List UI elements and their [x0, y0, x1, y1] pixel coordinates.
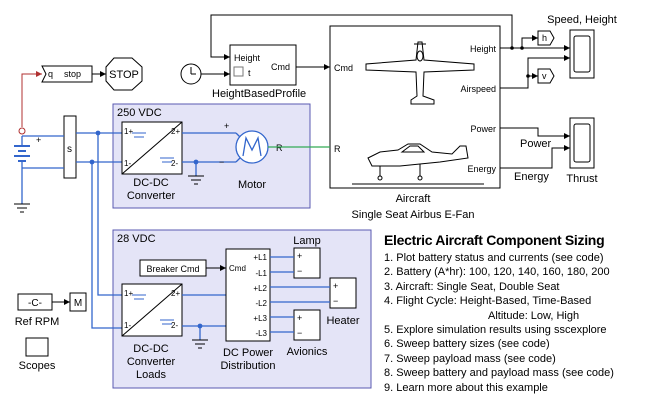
- motor-name: Motor: [238, 179, 266, 191]
- lamp-minus: −: [297, 266, 302, 276]
- scopes-name: Scopes: [19, 360, 56, 372]
- goto-v-label: v: [542, 71, 547, 81]
- motor-icon[interactable]: [235, 130, 269, 164]
- dist-port-label: -L2: [255, 299, 267, 308]
- notes-item-battery-sizes[interactable]: 2. Battery (A*hr): 100, 120, 140, 160, 1…: [384, 266, 610, 279]
- motor-plus-sign: +: [224, 121, 229, 131]
- dcdc-port-1minus: 1-: [124, 159, 131, 168]
- notes-item-sscexplore[interactable]: 5. Explore simulation results using ssce…: [384, 324, 607, 337]
- bus-250-label: 250 VDC: [117, 107, 162, 119]
- profile-in-height-label: Height: [234, 53, 261, 63]
- notes-item-sweep-both[interactable]: 8. Sweep battery and payload mass (see c…: [384, 367, 614, 380]
- ref-constant-value: -C-: [28, 298, 42, 309]
- energy-line-label: Energy: [514, 171, 549, 183]
- aircraft-topview-icon: [365, 41, 475, 105]
- goto-v-block[interactable]: [537, 68, 555, 84]
- sensor-s-label: s: [67, 144, 72, 155]
- dcdc-loads-port-1minus: 1-: [124, 321, 131, 330]
- avionics-minus: −: [297, 328, 302, 338]
- dist-port-label: +L3: [253, 314, 267, 323]
- aircraft-out-airspeed-label: Airspeed: [460, 84, 496, 94]
- goto-h-block[interactable]: [537, 30, 555, 46]
- lamp-block[interactable]: [293, 247, 321, 279]
- scope-speed-height-label: Speed, Height: [547, 14, 617, 26]
- dc-power-distribution-block[interactable]: [225, 248, 271, 342]
- notes-panel: Electric Aircraft Component Sizing 1. Pl…: [384, 232, 646, 395]
- notes-item-plot-battery[interactable]: 1. Plot battery status and currents (see…: [384, 252, 604, 264]
- dcdc-port-2minus: 2-: [171, 159, 178, 168]
- from-q-stop-block[interactable]: [41, 65, 93, 83]
- notes-item-sweep-battery[interactable]: 6. Sweep battery sizes (see code): [384, 338, 550, 351]
- battery-icon[interactable]: [14, 127, 30, 213]
- dist-port-label: +L1: [253, 253, 267, 262]
- avionics-block[interactable]: [293, 309, 321, 341]
- avionics-plus: +: [297, 313, 302, 323]
- profile-clock-icon: [233, 66, 244, 77]
- power-line-label: Power: [520, 138, 552, 150]
- dist-cmd-label: Cmd: [229, 264, 246, 273]
- aircraft-subtitle: Single Seat Airbus E-Fan: [352, 209, 475, 221]
- motor-port-r: R: [276, 143, 283, 153]
- from-q-label: q: [48, 69, 53, 79]
- scope-thrust-label: Thrust: [566, 173, 597, 185]
- profile-out-cmd-label: Cmd: [271, 62, 290, 72]
- battery-plus-sign: +: [36, 135, 41, 145]
- motor-minus-sign: −: [219, 157, 224, 167]
- stop-block-label: STOP: [109, 69, 139, 81]
- avionics-name: Avionics: [287, 346, 328, 358]
- aircraft-out-power-label: Power: [470, 124, 496, 134]
- heater-minus: −: [333, 296, 338, 306]
- power-out-line: [500, 127, 570, 137]
- profile-name: HeightBasedProfile: [212, 88, 306, 100]
- lamp-plus: +: [297, 251, 302, 261]
- heater-block[interactable]: [329, 277, 357, 309]
- stop-block[interactable]: [105, 57, 143, 91]
- notes-item-flight-cycle[interactable]: 4. Flight Cycle: Height-Based, Time-Base…: [384, 295, 592, 308]
- scopes-block[interactable]: [25, 337, 49, 357]
- dist-port-label: -L3: [255, 329, 267, 338]
- dist-port-label: +L2: [253, 284, 267, 293]
- dcdc-loads-port-1plus: 1+: [124, 289, 133, 298]
- goto-m-label: M: [74, 298, 82, 309]
- aircraft-port-r-label: R: [334, 144, 341, 154]
- from-stop-label: stop: [64, 69, 81, 79]
- stop-signal-line: [21, 73, 42, 127]
- dcdc-loads-port-2minus: 2-: [171, 321, 178, 330]
- current-sensor-block[interactable]: [63, 115, 77, 179]
- aircraft-sideview-icon: [352, 143, 484, 185]
- heater-plus: +: [333, 281, 338, 291]
- goto-h-label: h: [542, 33, 547, 43]
- notes-item-altitude[interactable]: Altitude: Low, High: [488, 309, 580, 322]
- dcdc-port-2plus: 2+: [171, 127, 180, 136]
- dcdc-port-1plus: 1+: [124, 127, 133, 136]
- aircraft-block[interactable]: [329, 25, 501, 189]
- lamp-name: Lamp: [293, 235, 321, 247]
- aircraft-out-energy-label: Energy: [467, 164, 496, 174]
- energy-out-line: [500, 147, 570, 169]
- notes-item-learn-more[interactable]: 9. Learn more about this example: [384, 381, 548, 394]
- aircraft-in-cmd-label: Cmd: [334, 63, 353, 73]
- profile-in-t-label: t: [248, 68, 251, 78]
- dist-port-label: -L1: [255, 269, 267, 278]
- heater-name: Heater: [326, 315, 359, 327]
- notes-item-sweep-payload[interactable]: 7. Sweep payload mass (see code): [384, 352, 556, 365]
- notes-title: Electric Aircraft Component Sizing: [384, 232, 605, 248]
- dcdc-loads-port-2plus: 2+: [171, 289, 180, 298]
- airspeed-out-line: [500, 57, 570, 89]
- bus-28-label: 28 VDC: [117, 233, 156, 245]
- breaker-cmd-label: Breaker Cmd: [146, 264, 199, 274]
- height-based-profile-block[interactable]: [229, 44, 297, 86]
- aircraft-name: Aircraft: [396, 193, 431, 205]
- aircraft-out-height-label: Height: [470, 44, 497, 54]
- notes-item-aircraft[interactable]: 3. Aircraft: Single Seat, Double Seat: [384, 280, 560, 293]
- goto-m-block[interactable]: [69, 292, 87, 312]
- height-feedback-line: [210, 14, 513, 58]
- ref-rpm-name: Ref RPM: [15, 316, 60, 328]
